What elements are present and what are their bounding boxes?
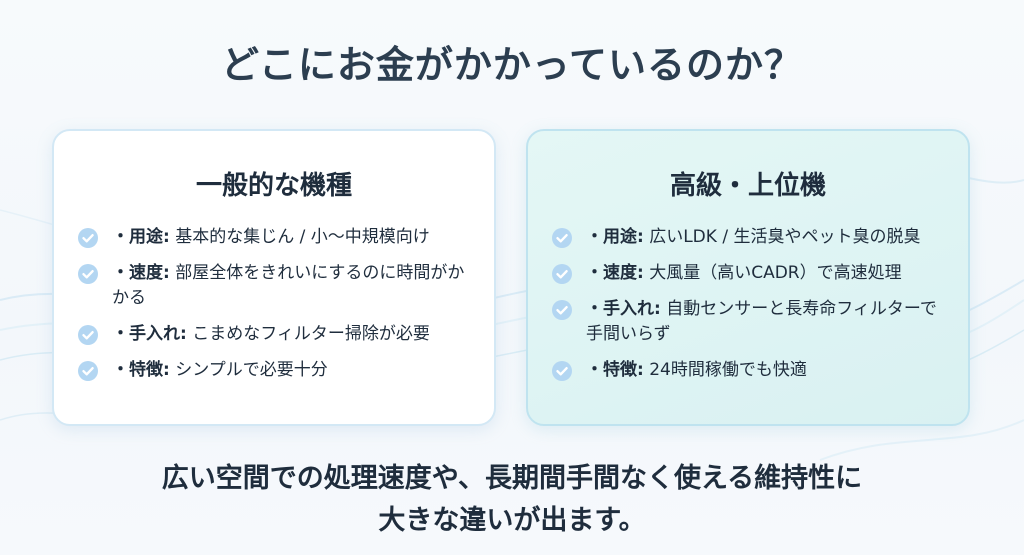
feature-list: ・用途: 基本的な集じん / 小〜中規模向け ・速度: 部屋全体をきれいにするの…	[78, 225, 478, 394]
summary-line-2: 大きな違いが出ます。	[378, 505, 646, 536]
card-title: 高級・上位機	[669, 171, 826, 201]
list-item: ・速度: 大風量（高いCADR）で高速処理	[552, 261, 952, 286]
item-text: こまめなフィルター掃除が必要	[186, 324, 430, 344]
list-item: ・手入れ: 自動センサーと長寿命フィルターで手間いらず	[552, 297, 952, 347]
item-label: ・手入れ:	[586, 299, 661, 319]
summary-line-1: 広い空間での処理速度や、長期間手間なく使える維持性に	[161, 463, 863, 494]
check-circle-icon	[552, 300, 572, 320]
item-label: ・用途:	[586, 227, 644, 247]
feature-list: ・用途: 広いLDK / 生活臭やペット臭の脱臭 ・速度: 大風量（高いCADR…	[552, 225, 952, 394]
card-title: 一般的な機種	[195, 171, 352, 201]
check-circle-icon	[78, 325, 98, 345]
check-circle-icon	[552, 228, 572, 248]
item-text: シンプルで必要十分	[169, 360, 328, 380]
item-text: 部屋全体をきれいにするのに時間がかかる	[112, 263, 465, 308]
check-circle-icon	[78, 228, 98, 248]
check-circle-icon	[552, 264, 572, 284]
list-item: ・特徴: 24時間稼働でも快適	[552, 358, 952, 383]
item-text: 基本的な集じん / 小〜中規模向け	[169, 227, 430, 247]
page-title: どこにお金がかかっているのか？	[221, 43, 803, 87]
list-item: ・特徴: シンプルで必要十分	[78, 358, 478, 383]
item-label: ・用途:	[112, 227, 170, 247]
item-label: ・手入れ:	[112, 324, 187, 344]
item-text: 自動センサーと長寿命フィルターで手間いらず	[586, 299, 937, 344]
standard-model-card: 一般的な機種 ・用途: 基本的な集じん / 小〜中規模向け ・速度: 部屋全体を…	[52, 129, 496, 426]
item-text: 24時間稼働でも快適	[643, 360, 807, 380]
item-label: ・速度:	[586, 263, 644, 283]
list-item: ・用途: 広いLDK / 生活臭やペット臭の脱臭	[552, 225, 952, 250]
item-text: 大風量（高いCADR）で高速処理	[643, 263, 902, 283]
list-item: ・手入れ: こまめなフィルター掃除が必要	[78, 322, 478, 347]
list-item: ・用途: 基本的な集じん / 小〜中規模向け	[78, 225, 478, 250]
item-label: ・特徴:	[586, 360, 644, 380]
list-item: ・速度: 部屋全体をきれいにするのに時間がかかる	[78, 261, 478, 311]
item-text: 広いLDK / 生活臭やペット臭の脱臭	[643, 227, 921, 247]
premium-model-card: 高級・上位機 ・用途: 広いLDK / 生活臭やペット臭の脱臭 ・速度: 大風量…	[526, 129, 970, 426]
check-circle-icon	[78, 264, 98, 284]
summary-text: 広い空間での処理速度や、長期間手間なく使える維持性に 大きな違いが出ます。	[0, 458, 1024, 542]
item-label: ・特徴:	[112, 360, 170, 380]
check-circle-icon	[552, 361, 572, 381]
item-label: ・速度:	[112, 263, 170, 283]
check-circle-icon	[78, 361, 98, 381]
